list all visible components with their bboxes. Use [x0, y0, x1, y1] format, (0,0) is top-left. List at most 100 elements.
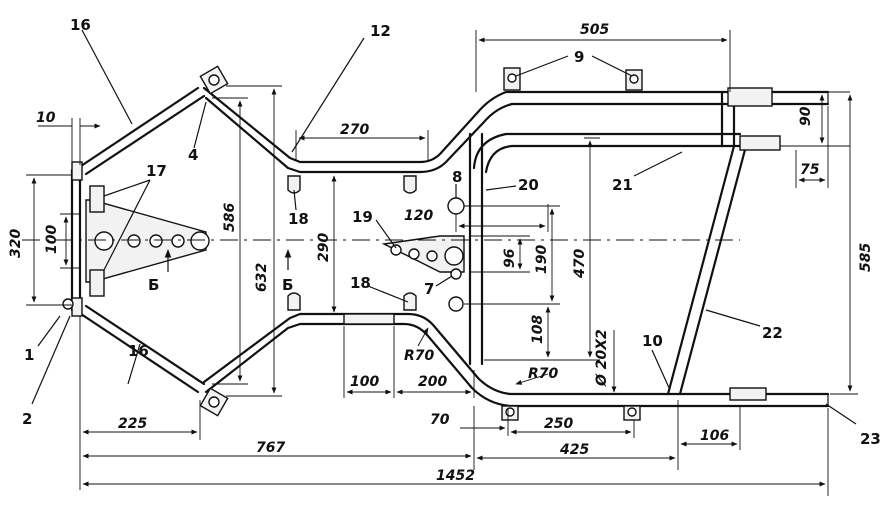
dim-100-horizontal: 100 — [350, 374, 379, 390]
callout-12: 12 — [370, 22, 391, 40]
callout-2: 2 — [22, 410, 32, 428]
dim-250: 250 — [544, 416, 573, 432]
dim-270: 270 — [340, 122, 369, 138]
dim-225-ext — [79, 316, 201, 490]
mount-hole-5 — [190, 231, 210, 251]
dim-290: 290 — [316, 233, 332, 262]
seat-bracket-hole-1 — [390, 244, 402, 256]
dim-100h-ext — [343, 326, 395, 398]
tube-inner-rear-upper — [472, 132, 742, 170]
leader-12 — [291, 37, 365, 153]
tube-front-lower-inner — [84, 304, 206, 386]
radius-r70-a: R70 — [404, 348, 435, 364]
dim-100-vertical: 100 — [44, 225, 60, 254]
front-lug-bottom — [71, 297, 83, 317]
leader-10 — [651, 349, 671, 391]
callout-numbers: 16 16 12 4 17 1 2 18 18 19 8 7 9 20 21 2… — [22, 16, 881, 448]
rear-top-plate — [727, 87, 773, 107]
leader-7 — [435, 275, 453, 287]
dim-120-ext — [455, 204, 549, 232]
seat-bracket-hole-3 — [426, 250, 438, 262]
callout-9: 9 — [574, 48, 584, 66]
callout-leaders — [31, 29, 857, 425]
dim-200: 200 — [418, 374, 447, 390]
dim-632-ext — [226, 85, 282, 397]
leader-2 — [31, 315, 71, 405]
callout-18-bottom: 18 — [350, 274, 371, 292]
frame-tubes — [70, 86, 830, 408]
front-lug-top — [71, 161, 83, 181]
lower-step-plate — [343, 313, 395, 325]
ear-18-upper-right — [403, 175, 417, 194]
dim-767: 767 — [256, 440, 285, 456]
brackets — [62, 65, 781, 421]
dim-96-ext — [470, 235, 530, 273]
dim-120: 120 — [404, 208, 433, 224]
dim-10: 10 — [36, 110, 56, 126]
dim-108: 108 — [530, 315, 546, 344]
dim-106: 106 — [700, 428, 729, 444]
mount-hole-2 — [127, 234, 141, 248]
mount-hole-1 — [94, 231, 114, 251]
dim-90-ext — [780, 91, 850, 147]
leader-20 — [485, 185, 517, 191]
radius-r70-b: R70 — [528, 366, 559, 382]
lug-7 — [448, 296, 464, 312]
ear-18-lower-right — [403, 292, 417, 311]
callout-1: 1 — [24, 346, 34, 364]
callout-8: 8 — [452, 168, 462, 186]
rear-bottom-plate — [729, 387, 767, 401]
tube-front-upper-outer — [76, 86, 200, 170]
dimension-labels: 10 320 100 586 632 270 290 120 96 190 47… — [8, 22, 874, 484]
tube-upper-main-inner — [204, 96, 830, 174]
dim-75: 75 — [800, 162, 820, 178]
ear-9-right-hole — [629, 74, 639, 84]
leader-22 — [705, 309, 761, 327]
dim-632: 632 — [254, 263, 270, 292]
tube-diagonal-brace-b — [678, 144, 748, 396]
leader-9 — [515, 55, 633, 77]
tube-lower-main-inner — [204, 322, 830, 408]
callout-18-top: 18 — [288, 210, 309, 228]
r70a-leader — [417, 327, 429, 347]
tube-spec: Ø 20X2 — [594, 329, 610, 387]
section-mark-center: Б — [282, 276, 293, 294]
dim-90: 90 — [798, 106, 814, 126]
dim-586: 586 — [222, 203, 238, 232]
dim-70: 70 — [430, 412, 450, 428]
seat-bracket-hole-4 — [444, 246, 464, 266]
callout-16-top: 16 — [70, 16, 91, 34]
dimension-lines — [26, 30, 858, 496]
dim-320: 320 — [8, 229, 24, 258]
leader-16-top — [81, 29, 133, 125]
dim-425: 425 — [559, 442, 589, 458]
dim-470-ext — [484, 137, 600, 361]
mount-hole-3 — [149, 234, 163, 248]
dim-585: 585 — [858, 243, 874, 272]
dim-505: 505 — [580, 22, 609, 38]
dim-505-ext — [475, 30, 731, 92]
dim-320-ext — [26, 174, 72, 306]
lug-8 — [447, 197, 465, 215]
leader-21 — [633, 151, 683, 177]
callout-10: 10 — [642, 332, 663, 350]
leader-4 — [193, 101, 207, 149]
dim-96: 96 — [502, 248, 518, 268]
callout-19: 19 — [352, 208, 373, 226]
dim-470: 470 — [572, 249, 588, 279]
dim-190: 190 — [534, 245, 550, 274]
tube-front-upper-inner — [84, 94, 206, 176]
callout-7: 7 — [424, 280, 434, 298]
dim-225: 225 — [118, 416, 147, 432]
leader-17 — [103, 179, 151, 271]
tube-inner-rear-lower — [484, 144, 742, 174]
ear-9-left-hole — [507, 73, 517, 83]
ear-18-lower-left — [287, 292, 301, 311]
front-bracket-bottom — [89, 269, 105, 297]
callout-4: 4 — [188, 146, 198, 164]
tube-upper-main — [202, 86, 830, 164]
r70b-leader — [515, 373, 549, 385]
leader-23 — [825, 403, 857, 425]
tube-lower-main — [202, 312, 830, 396]
